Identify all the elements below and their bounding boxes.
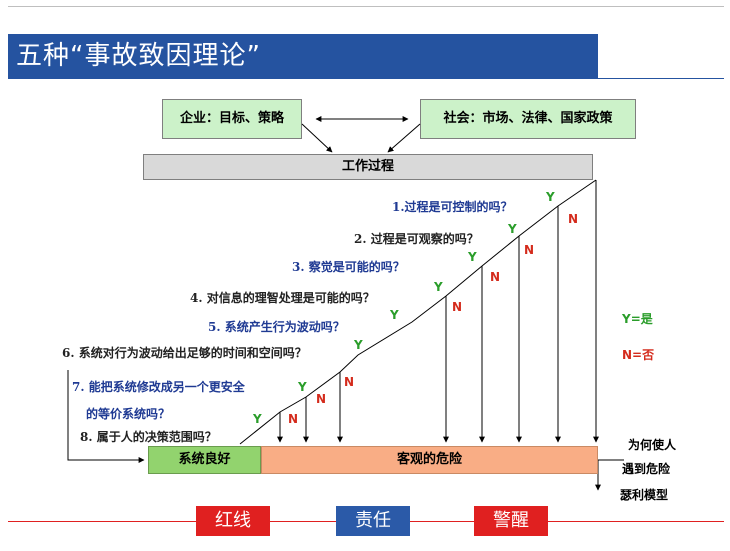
arrow-enterprise-process	[301, 123, 333, 153]
yes-4: Y	[434, 280, 443, 294]
yes-5: Y	[390, 308, 399, 322]
diagonal-step-line	[239, 179, 597, 445]
no-6: N	[344, 375, 355, 389]
alert-button[interactable]: 警醒	[474, 506, 548, 536]
responsibility-button[interactable]: 责任	[336, 506, 410, 536]
left-loop-line	[67, 370, 145, 463]
yes-2: Y	[508, 222, 517, 236]
model-label-line-3: 瑟利模型	[620, 488, 669, 502]
yes-8: Y	[253, 412, 262, 426]
question-8: 8. 属于人的决策范围吗？	[80, 430, 217, 444]
no-3: N	[490, 270, 501, 284]
no-2: N	[524, 243, 535, 257]
page-title: 五种“事故致因理论”	[8, 34, 598, 78]
enterprise-box: 企业：目标、策略	[162, 99, 302, 139]
question-2: 2. 过程是可观察的吗？	[354, 232, 479, 246]
question-7-continued: 的等价系统吗？	[86, 407, 171, 421]
arrow-society-process	[387, 123, 421, 153]
question-3: 3. 察觉是可能的吗？	[292, 260, 405, 274]
yes-6: Y	[354, 338, 363, 352]
title-underline	[8, 78, 724, 79]
question-1: 1.过程是可控制的吗？	[392, 200, 513, 214]
legend-yes: Y=是	[622, 312, 653, 326]
objective-danger-box: 客观的危险	[261, 446, 598, 474]
question-7: 7. 能把系统修改成另一个更安全	[72, 380, 245, 394]
no-1: N	[568, 212, 579, 226]
question-6: 6. 系统对行为波动给出足够的时间和空间吗？	[62, 346, 307, 360]
top-frame-line	[8, 6, 724, 7]
society-box: 社会：市场、法律、国家政策	[420, 99, 636, 139]
yes-1: Y	[546, 190, 555, 204]
work-process-box: 工作过程	[143, 154, 593, 180]
question-4: 4. 对信息的理智处理是可能的吗？	[190, 291, 375, 305]
good-system-box: 系统良好	[148, 446, 261, 474]
model-label-line-1: 为何使人	[628, 438, 677, 452]
no-8: N	[288, 412, 299, 426]
yes-7: Y	[298, 380, 307, 394]
legend-no: N=否	[622, 348, 655, 362]
yes-3: Y	[468, 250, 477, 264]
model-label-line-2: 遇到危险	[622, 462, 671, 476]
question-5: 5. 系统产生行为波动吗？	[208, 320, 345, 334]
red-line-button[interactable]: 红线	[196, 506, 270, 536]
no-4: N	[452, 300, 463, 314]
no-7: N	[316, 392, 327, 406]
